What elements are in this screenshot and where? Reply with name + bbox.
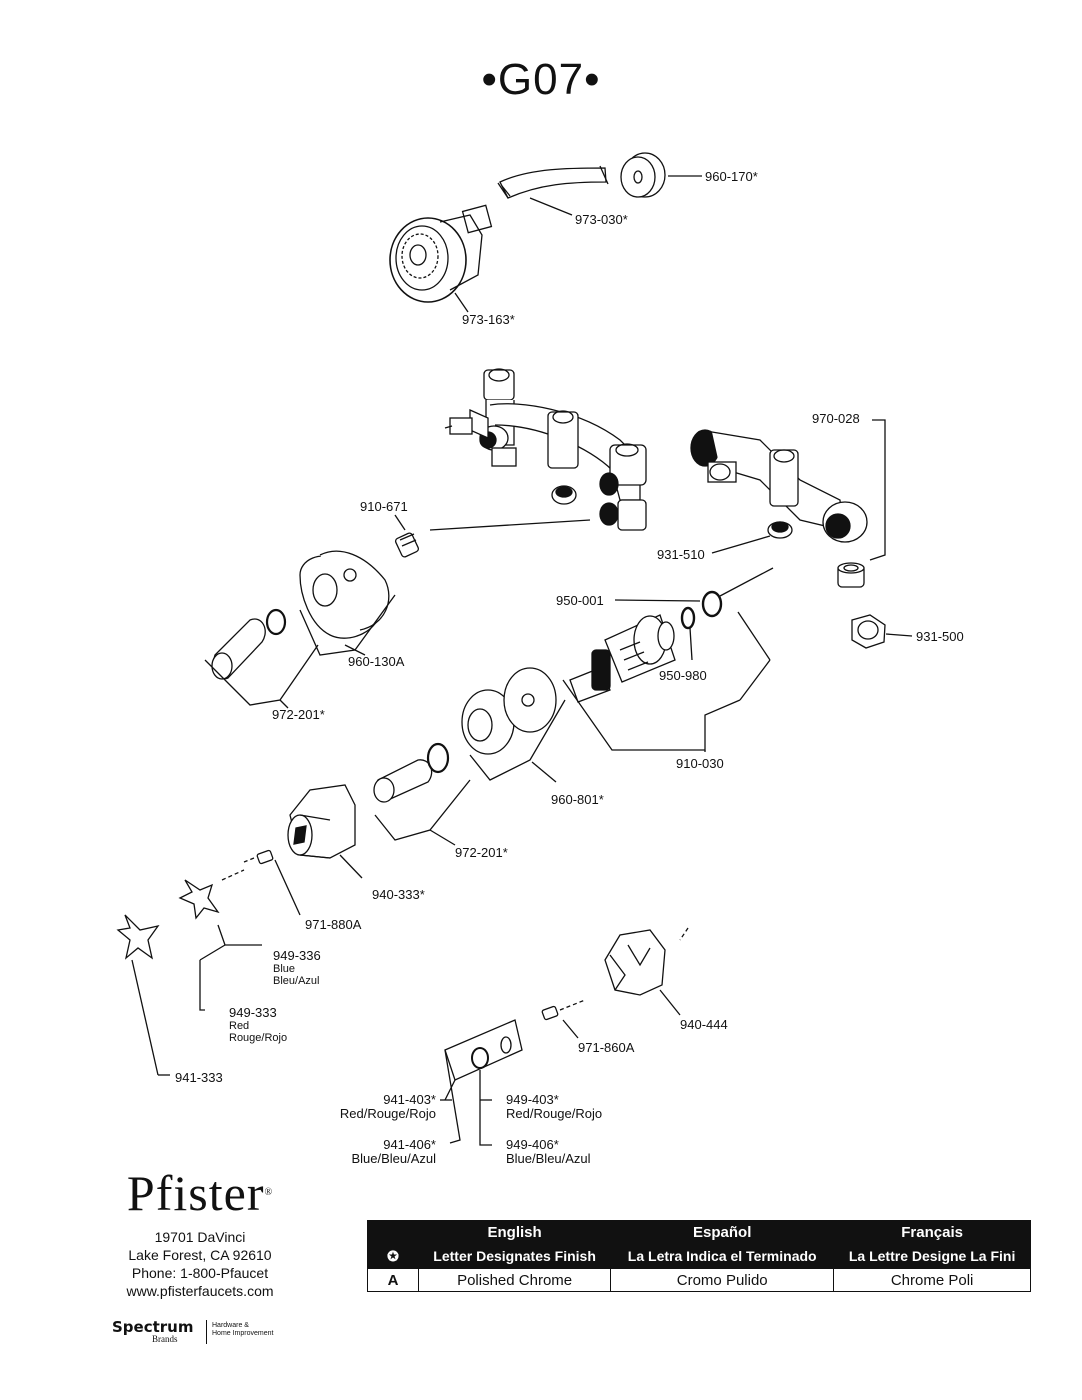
label-941-406-number: 941-406* [383, 1137, 436, 1152]
sub-francais: La Lettre Designe La Fini [833, 1243, 1031, 1269]
finish-espanol: Cromo Pulido [610, 1268, 835, 1292]
spectrum-name: Spectrum [112, 1318, 194, 1336]
table-row: A Polished Chrome Cromo Pulido Chrome Po… [367, 1268, 1031, 1292]
handle-940-333 [287, 784, 356, 859]
division-line-1: Hardware & [212, 1322, 249, 1329]
index-buttons [444, 1019, 523, 1081]
label-931-500: 931-500 [916, 629, 964, 644]
label-972-201-upper: 972-201* [272, 707, 325, 722]
finish-table-subheader: ✪ Letter Designates Finish La Letra Indi… [367, 1243, 1031, 1269]
website: www.pfisterfaucets.com [126, 1283, 274, 1299]
brand-address: 19701 DaVinci Lake Forest, CA 92610 Phon… [80, 1228, 320, 1300]
label-972-201-lower: 972-201* [455, 845, 508, 860]
sub-english: Letter Designates Finish [417, 1243, 612, 1269]
part-910-671 [394, 532, 420, 558]
header-espanol: Español [610, 1220, 835, 1244]
label-950-980: 950-980 [659, 668, 707, 683]
finish-code: A [367, 1268, 419, 1292]
label-949-406-number: 949-406* [506, 1137, 559, 1152]
escutcheon-960-130a [299, 550, 390, 639]
label-971-860a: 971-860A [578, 1040, 635, 1055]
header-francais: Français [833, 1220, 1031, 1244]
label-971-880a: 971-880A [305, 917, 362, 932]
label-949-403-number: 949-403* [506, 1092, 559, 1107]
finish-symbol: ✪ [367, 1243, 419, 1269]
sleeve-972-201-upper [211, 608, 287, 680]
label-949-336-color: Blue [273, 963, 296, 975]
flange-960-170 [620, 152, 666, 198]
label-941-406: 941-406* Blue/Bleu/Azul [320, 1138, 436, 1166]
valve-body [444, 368, 647, 531]
label-973-030: 973-030* [575, 212, 628, 227]
label-973-163: 973-163* [462, 312, 515, 327]
label-940-333: 940-333* [372, 887, 425, 902]
sleeve-972-201-lower [373, 742, 450, 803]
shower-head-973-163 [389, 204, 493, 303]
brand-name: Pfister [126, 1165, 265, 1221]
label-960-801: 960-801* [551, 792, 604, 807]
label-941-403-number: 941-403* [383, 1092, 436, 1107]
handle-cross-949-336 [178, 879, 220, 920]
label-941-403-color: Red/Rouge/Rojo [339, 1106, 436, 1121]
finish-table-header: English Español Français [367, 1220, 1031, 1244]
sub-espanol: La Letra Indica el Terminado [610, 1243, 835, 1269]
spectrum-brands-logo: Spectrum Brands Hardware & Home Improvem… [112, 1318, 312, 1346]
label-949-333: 949-333 Red Rouge/Rojo [229, 1005, 288, 1045]
phone: Phone: 1-800-Pfaucet [131, 1265, 269, 1281]
adapter-931-500 [837, 562, 886, 649]
screw-971-860a [541, 999, 586, 1021]
label-941-406-color: Blue/Bleu/Azul [351, 1151, 436, 1166]
label-949-336: 949-336 Blue Bleu/Azul [273, 948, 321, 988]
label-910-671: 910-671 [360, 499, 408, 514]
label-949-403: 949-403* Red/Rouge/Rojo [506, 1093, 602, 1121]
registered-mark: ® [264, 1187, 274, 1198]
address-line-1: 19701 DaVinci [154, 1229, 246, 1245]
page-title: •G07• [481, 55, 601, 104]
handle-cross-941-333 [116, 914, 160, 960]
label-949-336-color-alt: Bleu/Azul [273, 975, 320, 987]
label-949-333-number: 949-333 [229, 1005, 277, 1020]
label-949-333-color: Red [229, 1020, 250, 1032]
label-960-170: 960-170* [705, 169, 758, 184]
label-960-130a: 960-130A [348, 654, 405, 669]
spectrum-sub: Brands [152, 1334, 178, 1344]
brand-block: Pfister® 19701 DaVinci Lake Forest, CA 9… [80, 1168, 320, 1300]
escutcheon-960-801 [461, 667, 557, 755]
pfister-logo: Pfister® [80, 1168, 320, 1218]
label-949-333-color-alt: Rouge/Rojo [229, 1032, 288, 1044]
label-950-001: 950-001 [556, 593, 604, 608]
label-949-406: 949-406* Blue/Bleu/Azul [506, 1138, 591, 1166]
cartridge-910-030 [569, 614, 676, 703]
label-949-406-color: Blue/Bleu/Azul [506, 1151, 591, 1166]
finish-english: Polished Chrome [417, 1268, 612, 1292]
finish-francais: Chrome Poli [833, 1268, 1031, 1292]
label-931-510: 931-510 [657, 547, 705, 562]
label-949-336-number: 949-336 [273, 948, 321, 963]
finish-table: English Español Français ✪ Letter Design… [367, 1220, 1031, 1292]
valve-body-970-028 [690, 429, 868, 543]
logo-divider [206, 1320, 207, 1344]
address-line-2: Lake Forest, CA 92610 [128, 1247, 272, 1263]
label-949-403-color: Red/Rouge/Rojo [506, 1106, 603, 1121]
header-english: English [417, 1220, 612, 1244]
label-910-030: 910-030 [676, 756, 724, 771]
division-line-2: Home Improvement [212, 1330, 274, 1337]
spectrum-division: Hardware & Home Improvement [212, 1322, 273, 1338]
handle-940-444 [604, 929, 666, 996]
label-941-333: 941-333 [175, 1070, 223, 1085]
label-941-403: 941-403* Red/Rouge/Rojo [320, 1093, 436, 1121]
shower-arm-973-030 [497, 165, 609, 199]
header-blank [367, 1220, 419, 1244]
label-970-028: 970-028 [812, 411, 860, 426]
label-940-444: 940-444 [680, 1017, 728, 1032]
screw-971-880a [243, 849, 274, 865]
